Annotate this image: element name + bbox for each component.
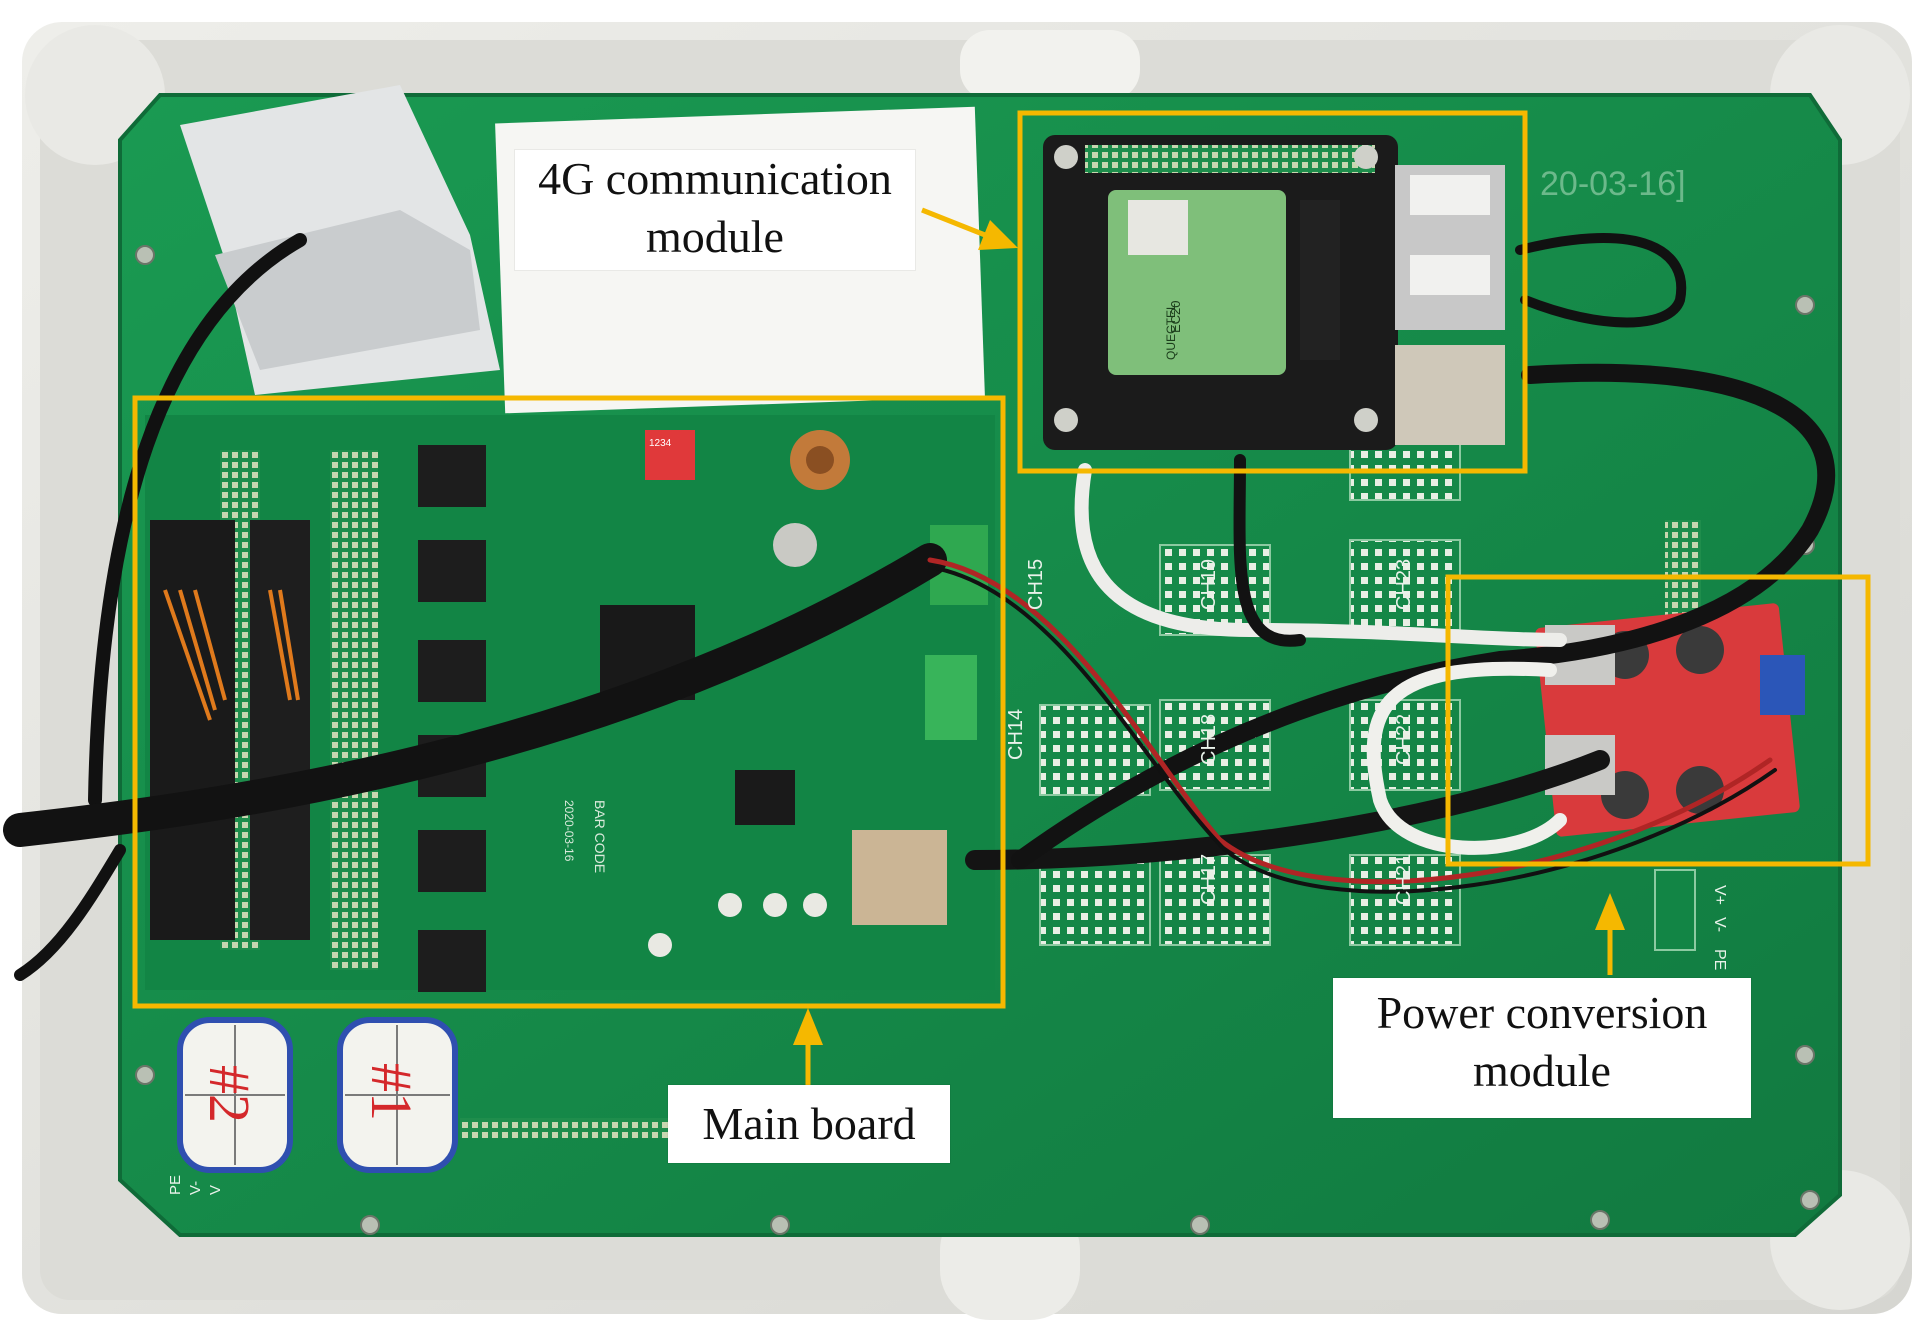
board-date-label: 2020-03-16 bbox=[562, 800, 576, 862]
channel-label-ch22: CH22 bbox=[1393, 714, 1415, 765]
terminal-label: V+ bbox=[1711, 885, 1728, 905]
dip-switch bbox=[645, 430, 695, 480]
power-module-label: Power conversion module bbox=[1333, 978, 1751, 1118]
dip-switch-digits: 1234 bbox=[649, 438, 672, 449]
modem-brand-label: QUECTEL bbox=[1164, 303, 1178, 360]
terminal-label: V- bbox=[1711, 917, 1728, 932]
power-module-highlight bbox=[1445, 574, 1871, 867]
terminal-label-left: V bbox=[207, 1185, 224, 1195]
comm-module-label: 4G communication module bbox=[515, 150, 915, 270]
tag-left-text: #2 bbox=[197, 1065, 262, 1123]
channel-label-ch14: CH14 bbox=[1005, 709, 1027, 760]
ic-chip-column bbox=[418, 445, 486, 992]
main-board-highlight bbox=[132, 395, 1006, 1009]
channel-label-ch18: CH18 bbox=[1198, 714, 1220, 765]
channel-label-ch21: CH21 bbox=[1393, 854, 1415, 905]
modem-chip-label: EC20 bbox=[1168, 300, 1183, 333]
comm-module-highlight bbox=[1017, 110, 1528, 474]
pcb-date-silkscreen: 20-03-16] bbox=[1540, 165, 1686, 203]
channel-label-ch19: CH19 bbox=[1198, 559, 1220, 610]
ethernet-jack bbox=[852, 830, 947, 925]
ribbon-connector bbox=[150, 520, 235, 940]
terminal-label-left: PE bbox=[167, 1175, 184, 1195]
terminal-label-left: V- bbox=[187, 1181, 204, 1195]
tag-right-text: #1 bbox=[359, 1063, 424, 1121]
main-board-label: Main board bbox=[668, 1085, 950, 1163]
channel-label-ch23: CH23 bbox=[1393, 559, 1415, 610]
terminal-label: PE bbox=[1711, 949, 1728, 970]
barcode-label: BAR CODE bbox=[592, 800, 608, 873]
channel-label-ch17: CH17 bbox=[1198, 854, 1220, 905]
arrow-group bbox=[793, 207, 1625, 1085]
channel-label-ch15: CH15 bbox=[1025, 559, 1047, 610]
